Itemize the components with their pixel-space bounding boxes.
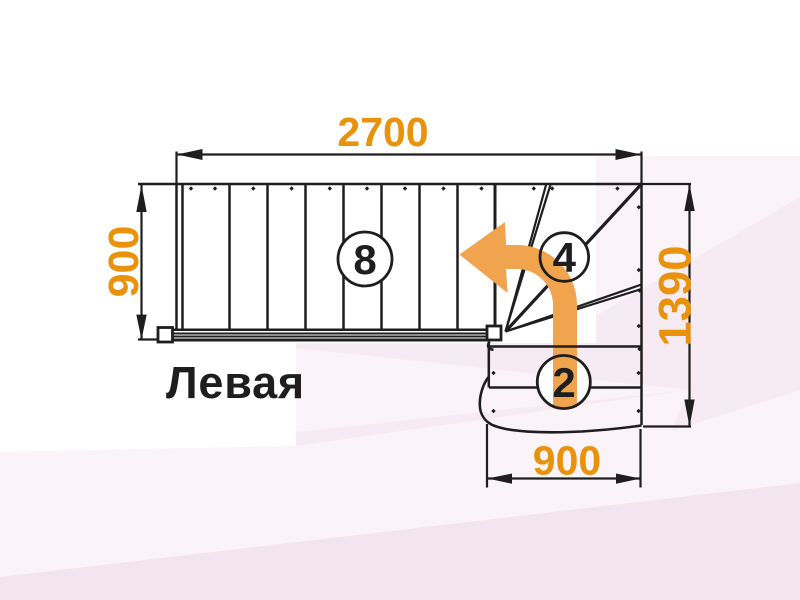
svg-text:2700: 2700	[337, 109, 428, 155]
svg-text:4: 4	[553, 234, 577, 281]
svg-text:2: 2	[552, 359, 575, 406]
svg-text:1390: 1390	[650, 245, 701, 346]
svg-text:8: 8	[353, 236, 376, 283]
svg-text:900: 900	[100, 226, 148, 298]
svg-text:Левая: Левая	[166, 357, 305, 408]
svg-text:900: 900	[533, 438, 601, 484]
